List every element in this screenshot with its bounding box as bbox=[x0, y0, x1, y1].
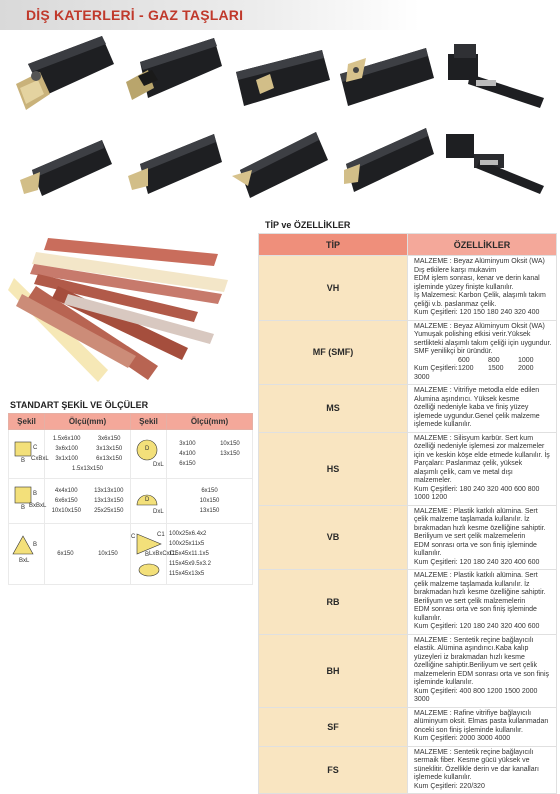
title-banner: DİŞ KATERLERİ - GAZ TAŞLARI bbox=[0, 0, 420, 30]
spec-code: FS bbox=[258, 745, 408, 794]
spec-code: MF (SMF) bbox=[258, 319, 408, 385]
spec-table: TİP ÖZELLİKLER VH MALZEME : Beyaz Alümin… bbox=[258, 233, 557, 794]
shape-square: B B BxBxL bbox=[8, 478, 46, 524]
tool-1 bbox=[16, 36, 114, 110]
tool-photos bbox=[0, 32, 560, 210]
spec-col-features: ÖZELLİKLER bbox=[407, 233, 557, 256]
spec-desc: MALZEME : Beyaz Alüminyum Oksit (WA) Yum… bbox=[407, 319, 557, 385]
shape-half-round: D DxL bbox=[130, 478, 167, 524]
tool-9 bbox=[344, 128, 434, 192]
tool-6 bbox=[20, 140, 112, 196]
std-col-shape-left: Şekil bbox=[8, 413, 45, 430]
tool-3 bbox=[236, 50, 330, 106]
standard-heading: STANDART ŞEKİL VE ÖLÇÜLER bbox=[10, 400, 149, 410]
spec-desc: MALZEME : Silisyum karbür. Sert kum özel… bbox=[407, 431, 557, 506]
spec-desc: MALZEME : Rafine vitrifiye bağlayıcılı a… bbox=[407, 706, 557, 747]
spec-col-tip: TİP bbox=[258, 233, 408, 256]
std-col-shape-right: Şekil bbox=[130, 413, 167, 430]
stone-sticks-image bbox=[8, 238, 228, 382]
spec-desc: MALZEME : Plastik katkılı alümina. Sert … bbox=[407, 504, 557, 570]
size-values: 6x150 10x150 bbox=[44, 523, 131, 585]
spec-desc: MALZEME : Sentetik reçine bağlayıcılı el… bbox=[407, 633, 557, 708]
spec-code: SF bbox=[258, 706, 408, 747]
spec-code: VB bbox=[258, 504, 408, 570]
spec-desc: MALZEME : Vitrifiye metodla elde edilen … bbox=[407, 384, 557, 433]
std-col-size-right: Ölçü(mm) bbox=[166, 413, 253, 430]
std-col-size-left: Ölçü(mm) bbox=[44, 413, 131, 430]
shape-triangle: B BxL bbox=[8, 523, 45, 585]
spec-desc: MALZEME : Plastik katkılı alümina. Sert … bbox=[407, 569, 557, 635]
spec-code: BH bbox=[258, 633, 408, 708]
tool-7 bbox=[128, 134, 222, 194]
spec-code: HS bbox=[258, 431, 408, 506]
tool-4 bbox=[340, 48, 434, 106]
shape-circle: D DxL bbox=[130, 429, 167, 479]
spec-code: RB bbox=[258, 569, 408, 635]
page-title: DİŞ KATERLERİ - GAZ TAŞLARI bbox=[26, 7, 244, 23]
spec-heading: TİP ve ÖZELLİKLER bbox=[265, 220, 351, 230]
spec-desc: MALZEME : Beyaz Alüminyum Oksit (WA) Dış… bbox=[407, 255, 557, 321]
shape-wedge: C B C1 bbox=[130, 523, 167, 585]
tool-8 bbox=[232, 132, 328, 198]
standard-table: Şekil Ölçü(mm) Şekil Ölçü(mm) C B CxBxL … bbox=[8, 413, 253, 585]
shape-rectangle: C B CxBxL bbox=[8, 429, 49, 479]
spec-code: MS bbox=[258, 384, 408, 433]
tool-10 bbox=[446, 134, 544, 194]
tool-2 bbox=[126, 38, 222, 100]
spec-code: VH bbox=[258, 255, 408, 321]
spec-desc: MALZEME : Sentetik reçine bağlayıcılı se… bbox=[407, 745, 557, 794]
tool-5 bbox=[448, 44, 544, 108]
